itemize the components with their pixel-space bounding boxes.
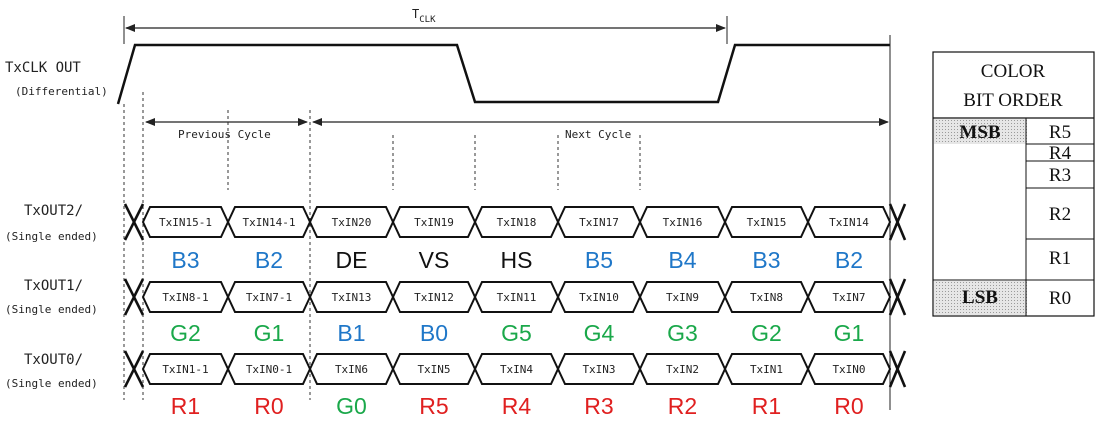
bit-label: B2 — [835, 247, 863, 273]
lsb-label: LSB — [962, 287, 998, 308]
cell-label: TxIN0 — [832, 363, 865, 376]
bit-label: R1 — [171, 393, 200, 419]
cell-label: TxIN3 — [582, 363, 615, 376]
cell-label: TxIN15-1 — [159, 216, 212, 229]
cell-label: TxIN11 — [497, 291, 537, 304]
cell-label: TxIN1-1 — [162, 363, 208, 376]
bit-label: G2 — [751, 320, 782, 346]
tclk-period-marker: TCLK — [123, 7, 728, 44]
bit-label: R2 — [668, 393, 697, 419]
transition-mark — [123, 203, 145, 241]
cell-label: TxIN7 — [832, 291, 865, 304]
svg-text:TCLK: TCLK — [412, 7, 436, 25]
cell-label: TxIN14 — [829, 216, 869, 229]
cell-label: TxIN18 — [497, 216, 537, 229]
channel-name: TxOUT2/ — [24, 203, 83, 219]
bit-label: G5 — [501, 320, 532, 346]
data-cell — [806, 281, 892, 313]
transition-mark — [123, 278, 145, 316]
cell-label: TxIN6 — [335, 363, 368, 376]
bit-label: R3 — [584, 393, 613, 419]
table-row-r4: R4 — [1049, 143, 1072, 164]
table-header-line1: COLOR — [981, 61, 1046, 82]
lsb-cell — [934, 281, 1027, 315]
bit-label: G3 — [667, 320, 698, 346]
bit-label: B2 — [255, 247, 283, 273]
cell-label: TxIN20 — [332, 216, 372, 229]
cell-label: TxIN8 — [750, 291, 783, 304]
data-channels: TxOUT2/ (Single ended) TxIN15-1B3 TxIN14-1B… — [5, 203, 907, 419]
table-row-r0: R0 — [1049, 288, 1071, 309]
bit-label: R5 — [419, 393, 448, 419]
bit-label: G1 — [254, 320, 285, 346]
cell-label: TxIN15 — [747, 216, 787, 229]
clock-sub: (Differential) — [15, 85, 108, 98]
channel-name: TxOUT0/ — [24, 352, 83, 368]
bit-label: B5 — [585, 247, 613, 273]
channel-sub: (Single ended) — [5, 377, 98, 390]
table-row-r3: R3 — [1049, 165, 1071, 186]
transition-mark — [888, 203, 907, 241]
table-row-r2: R2 — [1049, 204, 1071, 225]
cell-label: TxIN5 — [417, 363, 450, 376]
transition-mark — [123, 350, 145, 388]
table-row-r1: R1 — [1049, 248, 1071, 269]
cell-label: TxIN16 — [663, 216, 703, 229]
bit-label: R0 — [254, 393, 283, 419]
bit-label: VS — [419, 247, 450, 273]
bit-label: DE — [336, 247, 368, 273]
next-cycle-label: Next Cycle — [565, 128, 631, 141]
transition-mark — [888, 278, 907, 316]
bit-label: B4 — [668, 247, 696, 273]
clock-waveform — [116, 43, 890, 105]
color-bit-order-table: COLOR BIT ORDER MSB LSB R5 R4 R3 R2 R1 R… — [932, 51, 1095, 317]
previous-cycle-label: Previous Cycle — [178, 128, 271, 141]
tclk-label: T — [412, 7, 419, 21]
cell-label: TxIN9 — [666, 291, 699, 304]
cell-label: TxIN8-1 — [162, 291, 208, 304]
channel-name: TxOUT1/ — [24, 278, 83, 294]
channel-row: TxOUT2/ (Single ended) TxIN15-1B3 TxIN14-1B… — [5, 203, 907, 273]
cell-label: TxIN13 — [332, 291, 372, 304]
cell-label: TxIN7-1 — [246, 291, 292, 304]
channel-sub: (Single ended) — [5, 230, 98, 243]
cell-label: TxIN2 — [666, 363, 699, 376]
cell-label: TxIN14-1 — [243, 216, 296, 229]
cell-label: TxIN0-1 — [246, 363, 292, 376]
msb-label: MSB — [959, 122, 1001, 143]
bit-label: G2 — [170, 320, 201, 346]
bit-label: R4 — [502, 393, 532, 419]
cycle-annotations: Previous Cycle Next Cycle — [123, 92, 889, 400]
data-cell — [806, 353, 892, 385]
cell-label: TxIN12 — [414, 291, 454, 304]
transition-mark — [888, 350, 907, 388]
bit-label: R0 — [834, 393, 863, 419]
table-row-r5: R5 — [1049, 122, 1071, 143]
bit-label: B0 — [420, 320, 448, 346]
cell-label: TxIN10 — [579, 291, 619, 304]
bit-label: B1 — [337, 320, 365, 346]
bit-label: B3 — [752, 247, 780, 273]
clock-signal: TxCLK OUT (Differential) — [5, 35, 891, 410]
channel-row: TxOUT0/ (Single ended) TxIN1-1R1 TxIN0-1R0 T… — [5, 350, 907, 419]
cell-label: TxIN17 — [579, 216, 619, 229]
data-cell — [806, 206, 892, 238]
bit-label: G0 — [336, 393, 367, 419]
msb-cell — [934, 119, 1027, 144]
channel-row: TxOUT1/ (Single ended) TxIN8-1G2 TxIN7-1G1 T… — [5, 278, 907, 346]
cell-label: TxIN1 — [750, 363, 783, 376]
bit-label: G1 — [834, 320, 865, 346]
tclk-subscript: CLK — [419, 15, 436, 25]
bit-label: G4 — [584, 320, 615, 346]
table-header-line2: BIT ORDER — [963, 90, 1063, 111]
clock-name: TxCLK OUT — [5, 60, 81, 76]
cell-label: TxIN4 — [500, 363, 533, 376]
bit-label: B3 — [171, 247, 199, 273]
cell-label: TxIN19 — [414, 216, 454, 229]
bit-label: HS — [501, 247, 533, 273]
bit-label: R1 — [752, 393, 781, 419]
channel-sub: (Single ended) — [5, 303, 98, 316]
